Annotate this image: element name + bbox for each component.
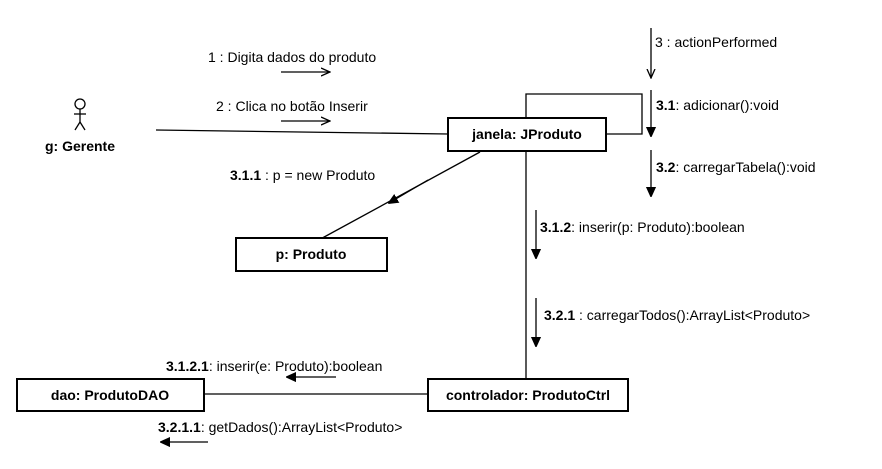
message-3-2-1-label: 3.2.1 : carregarTodos():ArrayList<Produt… [544, 307, 810, 323]
message-3-label: 3 : actionPerformed [655, 34, 777, 50]
object-dao: dao: ProdutoDAO [16, 378, 205, 412]
message-3-1-label: 3.1: adicionar():void [656, 97, 779, 113]
message-1-label: 1 : Digita dados do produto [208, 49, 376, 65]
actor-gerente-label: g: Gerente [45, 138, 115, 154]
link-gerente-janela [155, 129, 449, 135]
object-produto-label: p: Produto [276, 246, 347, 262]
stick-figure-icon [74, 98, 86, 131]
object-controlador: controlador: ProdutoCtrl [427, 378, 629, 412]
message-3-2-label: 3.2: carregarTabela():void [656, 159, 816, 175]
object-produto: p: Produto [235, 237, 388, 272]
message-3-1-2-1-label: 3.1.2.1: inserir(e: Produto):boolean [166, 358, 382, 374]
self-link-janela [525, 93, 643, 135]
object-dao-label: dao: ProdutoDAO [51, 387, 169, 403]
message-3-1-2-label: 3.1.2: inserir(p: Produto):boolean [540, 219, 745, 235]
message-3-2-1-1-label: 3.2.1.1: getDados():ArrayList<Produto> [158, 419, 402, 435]
message-3-1-1-label: 3.1.1 : p = new Produto [230, 167, 375, 183]
link-janela-produto [314, 151, 481, 243]
message-2-label: 2 : Clica no botão Inserir [216, 98, 368, 114]
message-3-1-1-arrow [389, 179, 429, 203]
object-janela-label: janela: JProduto [471, 126, 582, 142]
object-controlador-label: controlador: ProdutoCtrl [446, 387, 610, 403]
object-janela: janela: JProduto [447, 117, 607, 152]
